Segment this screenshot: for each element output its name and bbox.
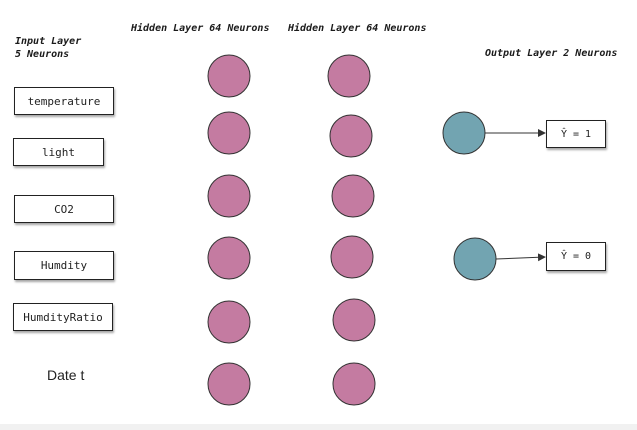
- input-humidity-ratio: HumdityRatio: [13, 303, 113, 331]
- hidden2-neuron: [330, 235, 374, 279]
- output-neuron: [453, 237, 497, 281]
- input-layer-count: 5 Neurons: [15, 49, 70, 60]
- hidden1-neuron: [207, 54, 251, 98]
- input-humidity: Humdity: [14, 251, 114, 280]
- input-temperature: temperature: [14, 87, 114, 115]
- hidden1-neuron: [207, 362, 251, 406]
- output-layer-title: Output Layer 2 Neurons: [485, 48, 618, 59]
- hidden-layer-1-title: Hidden Layer 64 Neurons: [131, 23, 270, 34]
- hidden1-neuron: [207, 236, 251, 280]
- hidden1-neuron: [207, 174, 251, 218]
- hidden2-neuron: [329, 114, 373, 158]
- hidden1-neuron: [207, 300, 251, 344]
- input-layer-name: Input Layer: [15, 36, 82, 47]
- hidden2-neuron: [327, 54, 371, 98]
- hidden2-neuron: [332, 298, 376, 342]
- hidden2-neuron: [331, 174, 375, 218]
- output-neuron: [442, 111, 486, 155]
- output-label-1: Ŷ = 1: [546, 120, 606, 148]
- output-arrow-2: [495, 253, 546, 262]
- input-layer-title: Input Layer 5 Neurons: [15, 35, 81, 61]
- hidden-layer-2-title: Hidden Layer 64 Neurons: [288, 23, 427, 34]
- input-co2: CO2: [14, 195, 114, 223]
- output-label-0: Ŷ = 0: [546, 242, 606, 271]
- hidden1-neuron: [207, 111, 251, 155]
- input-light: light: [13, 138, 104, 166]
- input-date: Date t: [47, 367, 85, 383]
- hidden2-neuron: [332, 362, 376, 406]
